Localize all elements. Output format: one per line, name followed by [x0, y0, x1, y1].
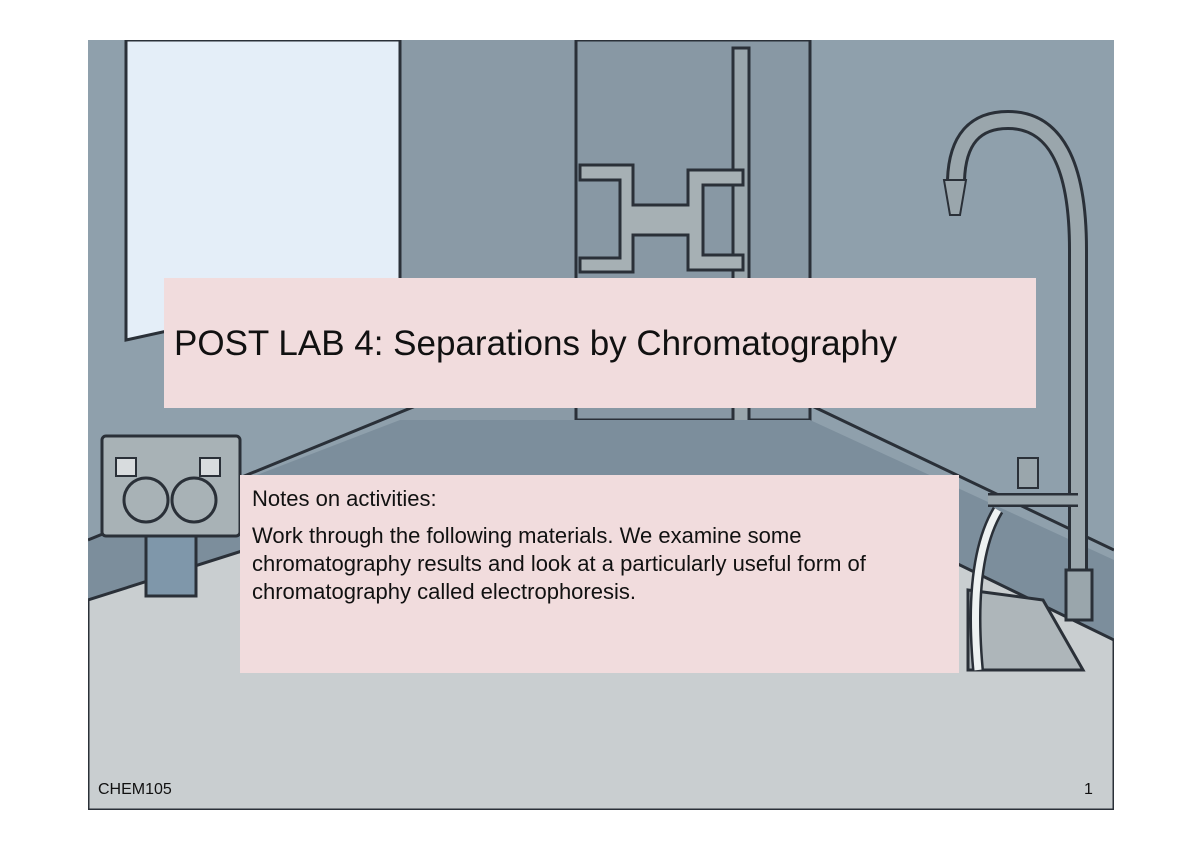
notes-heading: Notes on activities: [252, 486, 437, 511]
slide-title: POST LAB 4: Separations by Chromatograph… [174, 324, 898, 363]
faucet-icon [942, 109, 1094, 622]
sink-icon [966, 588, 1086, 672]
gas-tap-icon [100, 434, 242, 598]
lab-background [88, 40, 1114, 810]
slide: POST LAB 4: Separations by Chromatograph… [88, 40, 1114, 810]
notes-body: Work through the following materials. We… [252, 523, 866, 604]
course-code: CHEM105 [98, 781, 172, 798]
hose-icon [969, 506, 1004, 671]
title-box: POST LAB 4: Separations by Chromatograph… [164, 278, 1036, 408]
notes-box: Notes on activities: Work through the fo… [240, 475, 959, 673]
slide-number: 1 [1084, 781, 1093, 798]
